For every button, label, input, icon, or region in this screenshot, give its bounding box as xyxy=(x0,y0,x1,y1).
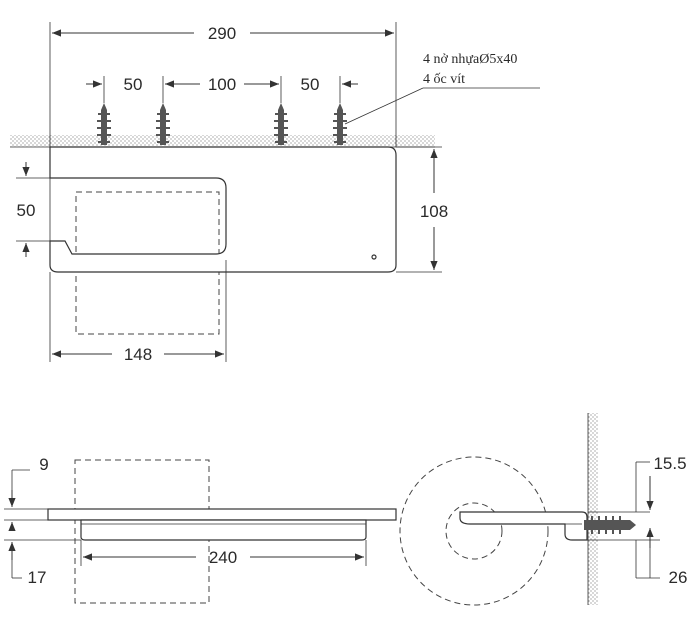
dim-top: 15.5 xyxy=(653,454,686,473)
dim-depth: 17 xyxy=(28,568,47,587)
wall-anchor-icon xyxy=(333,103,347,145)
side-view: 15.5 26 xyxy=(399,413,688,606)
roll-inner-circle xyxy=(445,502,503,560)
front-top-plate xyxy=(47,508,397,521)
dim-spacing-mid: 100 xyxy=(208,75,236,94)
side-wall-strip xyxy=(588,413,598,605)
top-view: 290 50 100 50 4 nở nhựaØ5x40 4 ốc vít 10… xyxy=(10,22,540,364)
note-screws: 4 ốc vít xyxy=(423,72,465,87)
wall-anchor-icon xyxy=(156,103,170,145)
dim-thickness: 9 xyxy=(39,455,48,474)
dim-arm-length: 148 xyxy=(124,345,152,364)
front-bar xyxy=(80,519,367,541)
wall-anchor-icon xyxy=(274,103,288,145)
roll-outer-circle xyxy=(399,456,549,606)
side-arm xyxy=(459,511,588,541)
dim-opening: 50 xyxy=(17,201,36,220)
wall-strip xyxy=(10,135,435,147)
dim-spacing-right: 50 xyxy=(301,75,320,94)
dim-bar-length: 240 xyxy=(209,548,237,567)
note-anchors: 4 nở nhựaØ5x40 xyxy=(423,52,517,67)
dim-height: 108 xyxy=(420,202,448,221)
dim-bottom: 26 xyxy=(669,568,688,587)
dim-spacing-left: 50 xyxy=(124,75,143,94)
front-view: 9 17 240 xyxy=(4,455,397,604)
wall-anchor-icon xyxy=(97,103,111,145)
dim-width: 290 xyxy=(208,24,236,43)
holder-screw-dot xyxy=(371,254,377,260)
side-screw-icon xyxy=(584,516,636,534)
holder-body xyxy=(49,146,397,273)
